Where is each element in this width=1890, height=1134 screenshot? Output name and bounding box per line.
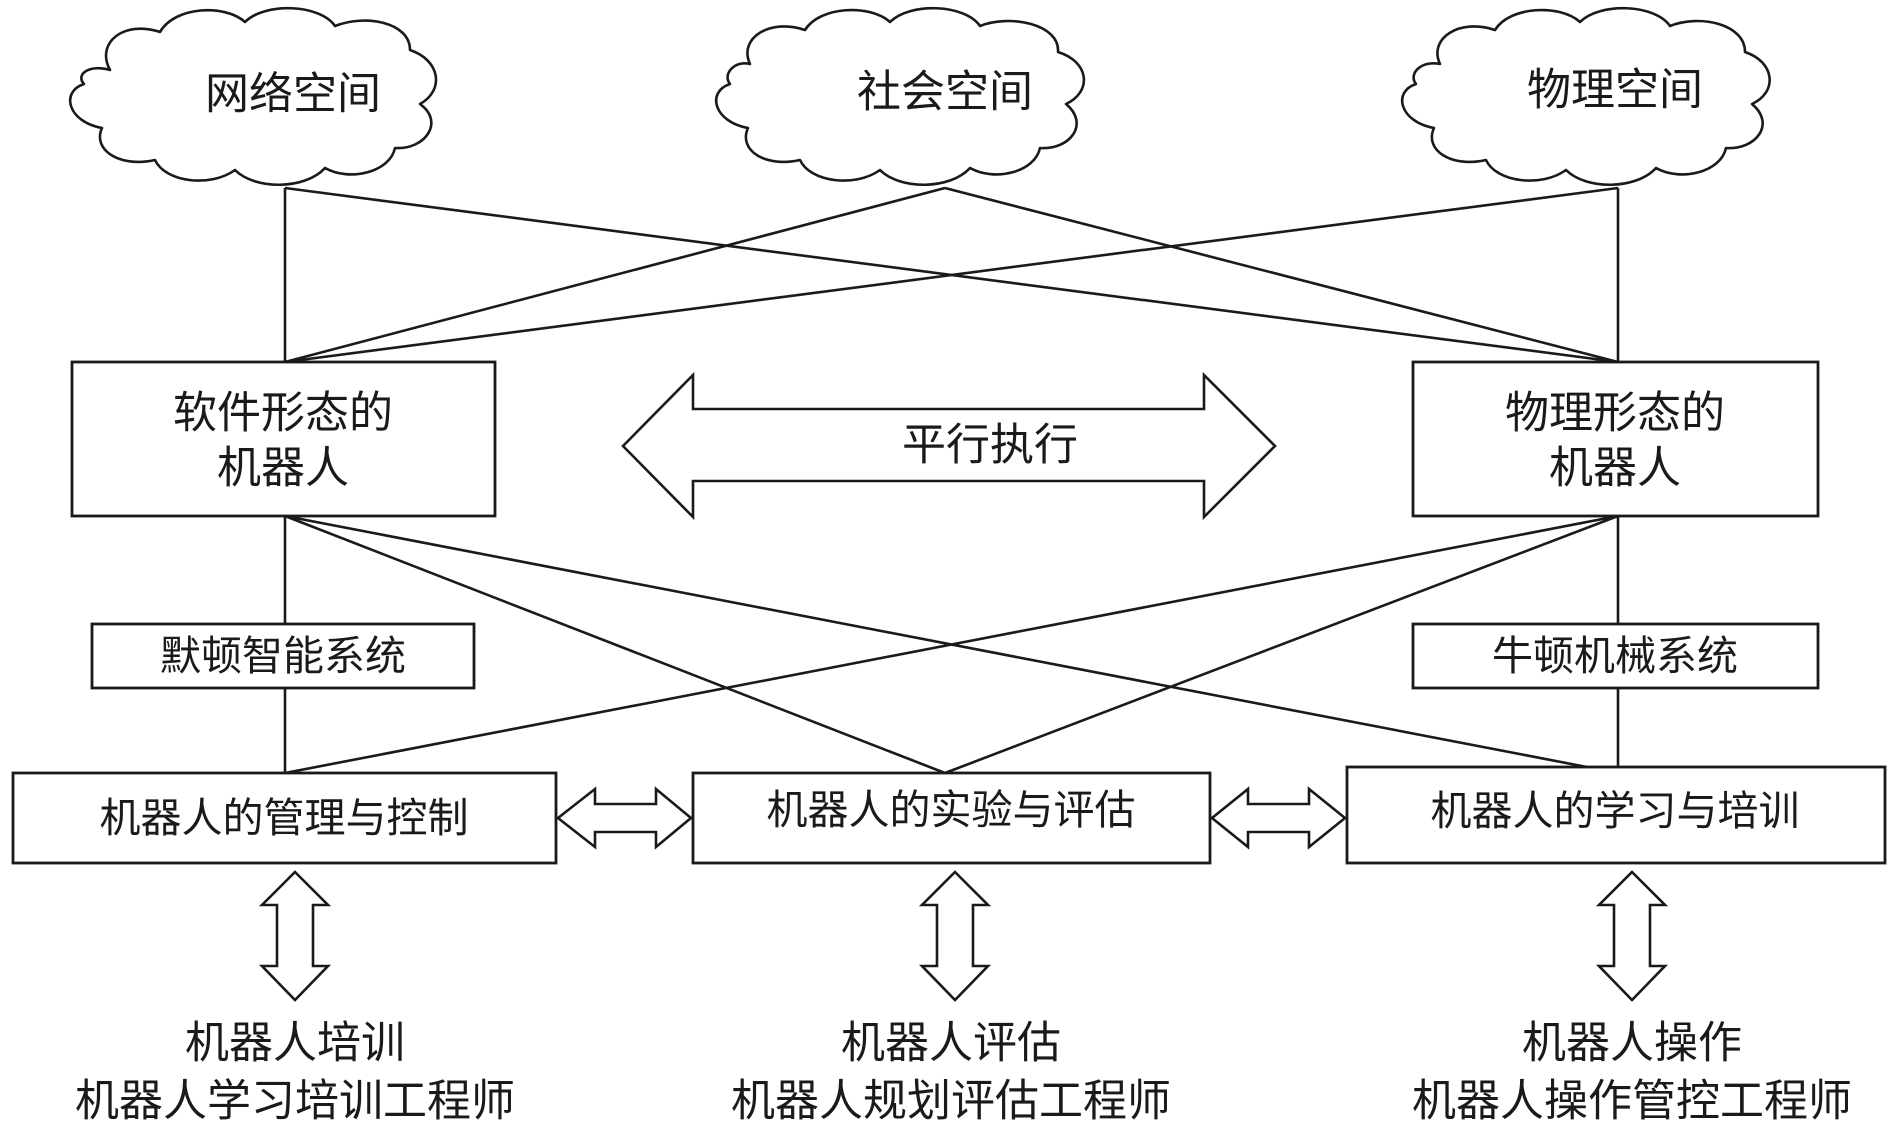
line-physical-software [284,186,1619,364]
experiment-evaluation-box: 机器人的实验与评估 [691,771,1212,865]
newton-system-box: 牛顿机械系统 [1411,622,1820,690]
software-robot-line2: 机器人 [217,443,349,494]
physical-robot-line1: 物理形态的 [1505,388,1725,439]
box-frame [11,771,558,865]
role-operation-engineer: 机器人操作管控工程师 [1412,1076,1852,1127]
cloud-physical-space: 物理空间 [1400,6,1771,186]
merton-system-label: 默顿智能系统 [160,632,406,680]
software-robot-line1: 软件形态的 [173,388,393,439]
parallel-execution-arrow: 平行执行 [621,371,1277,521]
cloud-shape [714,6,1086,186]
line-physical-management [284,514,1619,775]
role-training-engineer: 机器人学习培训工程师 [75,1076,515,1127]
box-frame [1345,765,1887,865]
double-arrow-icon [621,371,1277,521]
management-control-box: 机器人的管理与控制 [11,771,558,865]
line-physical-experiment [944,514,1619,775]
software-robot-box: 软件形态的 机器人 [70,360,497,518]
physical-robot-line2: 机器人 [1549,443,1681,494]
merton-system-box: 默顿智能系统 [90,622,476,690]
cloud-label-cyber: 网络空间 [205,69,381,120]
experiment-evaluation-label: 机器人的实验与评估 [767,786,1136,834]
management-control-label: 机器人的管理与控制 [100,794,469,842]
role-evaluation: 机器人评估 机器人规划评估工程师 [731,1018,1171,1127]
learning-training-label: 机器人的学习与培训 [1431,787,1800,835]
cloud-label-physical: 物理空间 [1527,65,1703,116]
double-arrow-icon [918,870,992,1002]
line-software-experiment [284,514,946,775]
parallel-execution-label: 平行执行 [902,420,1078,471]
box-frame [1411,360,1820,518]
double-arrow-icon [1595,870,1669,1002]
cloud-cyber-space: 网络空间 [68,6,438,186]
box-frame [70,360,497,518]
cloud-label-social: 社会空间 [857,67,1033,118]
line-social-physical [944,186,1619,364]
box-frame [90,622,476,690]
role-operation-title: 机器人操作 [1522,1018,1742,1069]
cloud-shape [68,6,438,186]
newton-system-label: 牛顿机械系统 [1492,632,1738,680]
physical-robot-box: 物理形态的 机器人 [1411,360,1820,518]
role-training-title: 机器人培训 [185,1018,405,1069]
double-arrow-icon [1209,786,1348,850]
role-training: 机器人培训 机器人学习培训工程师 [75,1018,515,1127]
box-frame [1411,622,1820,690]
line-social-software [284,186,946,364]
role-evaluation-title: 机器人评估 [841,1018,1061,1069]
role-evaluation-engineer: 机器人规划评估工程师 [731,1076,1171,1127]
learning-training-box: 机器人的学习与培训 [1345,765,1887,865]
cloud-shape [1400,6,1771,186]
double-arrow-icon [555,786,694,850]
connector-lines [283,186,1620,775]
cloud-social-space: 社会空间 [714,6,1086,186]
double-arrow-icon [258,870,332,1002]
role-operation: 机器人操作 机器人操作管控工程师 [1412,1018,1852,1127]
